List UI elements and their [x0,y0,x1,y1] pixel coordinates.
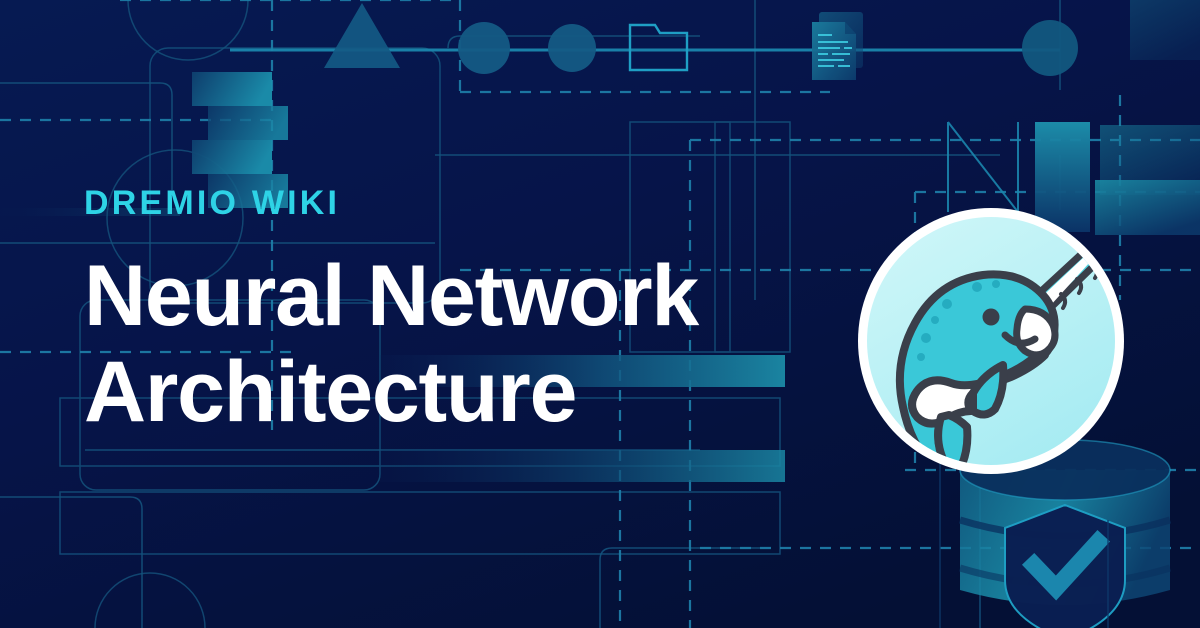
document-icon [812,12,863,80]
stacked-data-bars [192,72,288,208]
narwhal-spots [917,280,1000,361]
connector-nodes-group [230,20,1078,76]
connector-node [458,22,510,74]
page-title-line-1: Neural Network [84,248,699,344]
eyebrow-label: DREMIO WIKI [84,184,341,222]
document-text-lines [818,34,852,67]
narwhal-logo-badge [855,205,1127,477]
faint-outlines [939,430,1109,628]
letter-n-outline [947,121,1019,213]
narwhal-eye [982,308,1000,326]
connector-node [548,24,596,72]
shield-check-icon [1004,503,1126,628]
folder-shape [628,23,689,72]
circle-outlines [94,0,249,628]
connector-node [1022,20,1078,76]
right-gradient-blocks [1035,0,1200,235]
narwhal-fin [969,361,1008,419]
narwhal-snout [1013,305,1059,359]
gradient-bars [0,208,785,482]
page-title: Neural Network Architecture [84,248,784,441]
page-title-line-2: Architecture [84,344,577,441]
narwhal-logo-icon [858,208,1124,474]
circuit-lines-group [0,0,1061,628]
narwhal-smile [1001,331,1039,347]
triangle-shape [324,3,400,68]
